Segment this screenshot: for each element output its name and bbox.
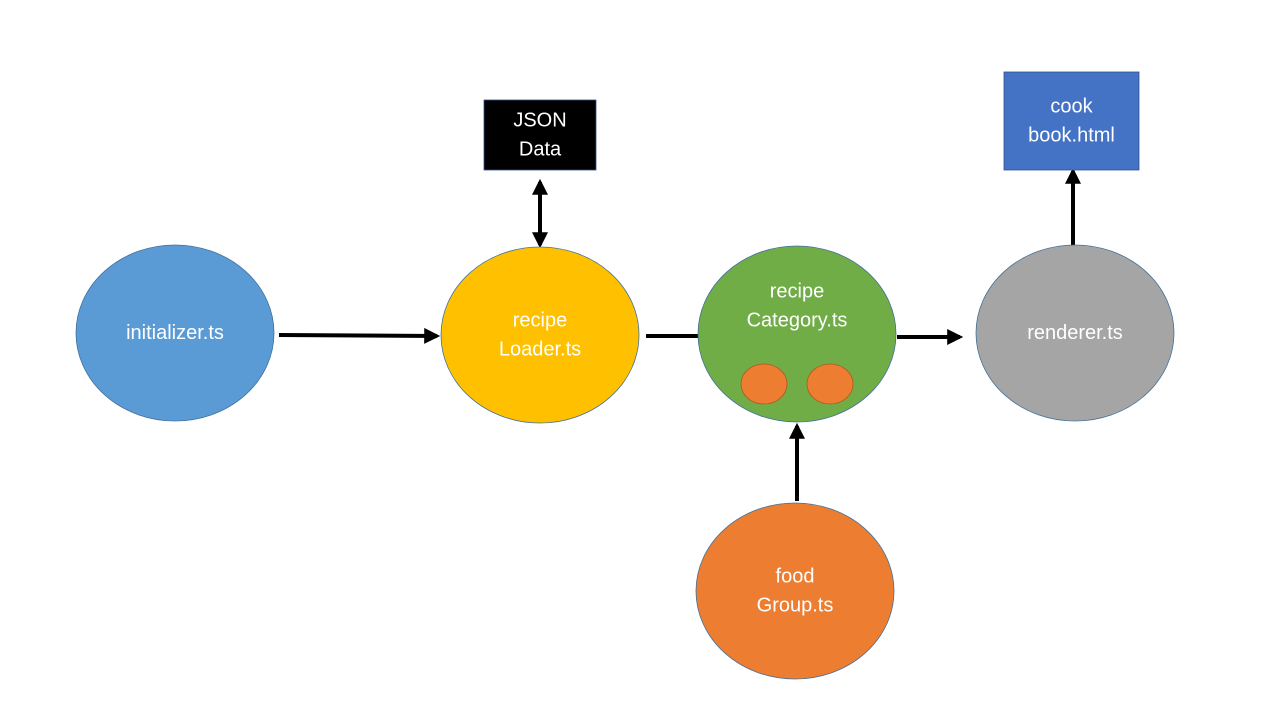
node-initializer: initializer.ts xyxy=(75,244,275,422)
node-json-data-label-line-2: Data xyxy=(519,139,562,161)
node-renderer-label-line-1: renderer.ts xyxy=(1027,322,1123,344)
food-group-instance-1 xyxy=(740,363,788,405)
node-food-group-label-line-1: food xyxy=(776,566,815,588)
node-recipe-category-label-line-2: Category.ts xyxy=(747,310,848,332)
edges-layer xyxy=(278,167,1081,501)
edge-initializer-to-recipe-loader xyxy=(278,327,441,344)
node-food-group-shape xyxy=(695,502,895,680)
node-renderer: renderer.ts xyxy=(975,244,1175,422)
nodes-layer: initializer.tsrecipeLoader.tsrecipeCateg… xyxy=(75,71,1175,680)
food-group-instance-2 xyxy=(806,363,854,405)
node-initializer-label-line-1: initializer.ts xyxy=(126,322,224,344)
node-cookbook-shape xyxy=(1003,71,1140,171)
node-recipe-category-shape xyxy=(697,245,897,423)
node-json-data: JSON Data xyxy=(483,99,597,171)
node-recipe-category-label-line-1: recipe xyxy=(770,281,824,303)
node-initializer-shape xyxy=(75,244,275,422)
node-json-data-shape xyxy=(483,99,597,171)
node-cookbook: cook book.html xyxy=(1003,71,1140,171)
node-recipe-loader-shape xyxy=(440,246,640,424)
node-cookbook-label-line-1: cook xyxy=(1050,96,1093,118)
node-recipe-loader-label-line-2: Loader.ts xyxy=(499,339,581,361)
node-renderer-shape xyxy=(975,244,1175,422)
node-recipe-loader-label-line-1: recipe xyxy=(513,310,567,332)
node-json-data-label-line-1: JSON xyxy=(513,110,566,132)
node-cookbook-label-line-2: book.html xyxy=(1028,125,1115,147)
node-food-group-label-line-2: Group.ts xyxy=(757,595,834,617)
